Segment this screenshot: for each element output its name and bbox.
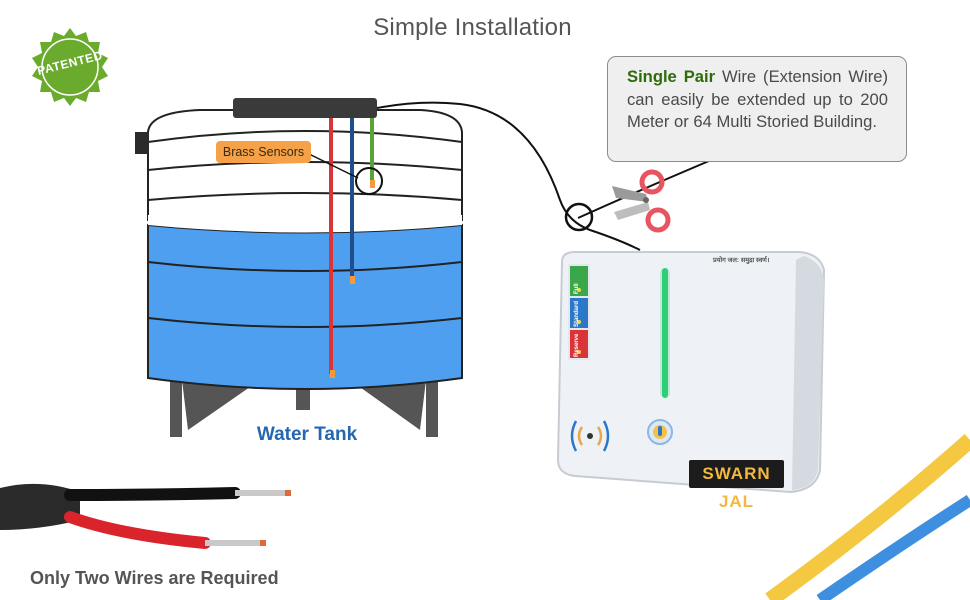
level-standard: Standard [574, 300, 580, 327]
water-tank [135, 98, 463, 390]
two-wires-label: Only Two Wires are Required [30, 568, 279, 588]
extension-callout: Single Pair Wire (Extension Wire) can ea… [607, 56, 907, 162]
sensor-rods [304, 118, 383, 378]
patented-badge: PATENTED [28, 26, 112, 110]
seal-icon [32, 28, 108, 106]
blue-swoosh [816, 494, 970, 600]
brand-logo: SWARN JAL [689, 460, 784, 511]
controller-device [556, 251, 826, 494]
brass-sensors-label: Brass Sensors [216, 141, 311, 163]
touch-icon [647, 419, 673, 445]
yellow-swoosh [765, 434, 970, 600]
device-top-text: प्रयोग जल: समुद्रा स्वर्ण। [713, 257, 770, 264]
water-tank-label: Water Tank [256, 424, 358, 445]
callout-highlight: Single Pair [627, 67, 716, 86]
scissors-icon [612, 169, 671, 233]
signal-icon [570, 420, 610, 452]
callout-text: Wire (Extension Wire) can easily be exte… [627, 67, 889, 131]
two-wire-cable [0, 483, 291, 549]
level-full: Full [574, 283, 580, 294]
level-reserve: Reserve [574, 333, 580, 357]
page-title: Simple Installation [373, 14, 572, 41]
tank-stand [170, 375, 438, 437]
